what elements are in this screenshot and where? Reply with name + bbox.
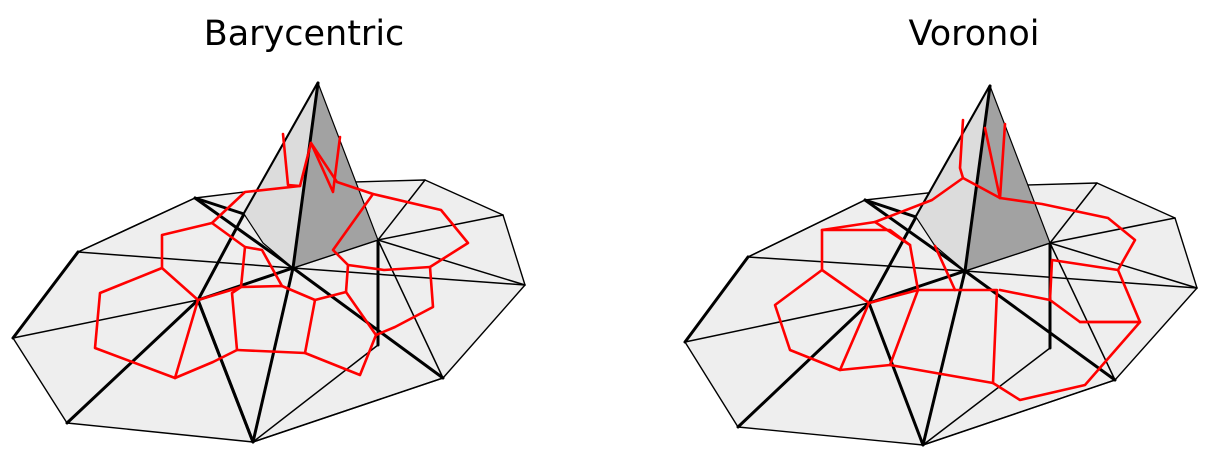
barycentric-dual-cells — [93, 132, 470, 380]
panel-title-voronoi: Voronoi — [908, 14, 1040, 54]
peak-ridge — [291, 81, 320, 270]
peak-ridge-right — [963, 84, 992, 273]
panel-title-barycentric: Barycentric — [203, 14, 405, 54]
voronoi-dual-cells — [773, 118, 1142, 402]
